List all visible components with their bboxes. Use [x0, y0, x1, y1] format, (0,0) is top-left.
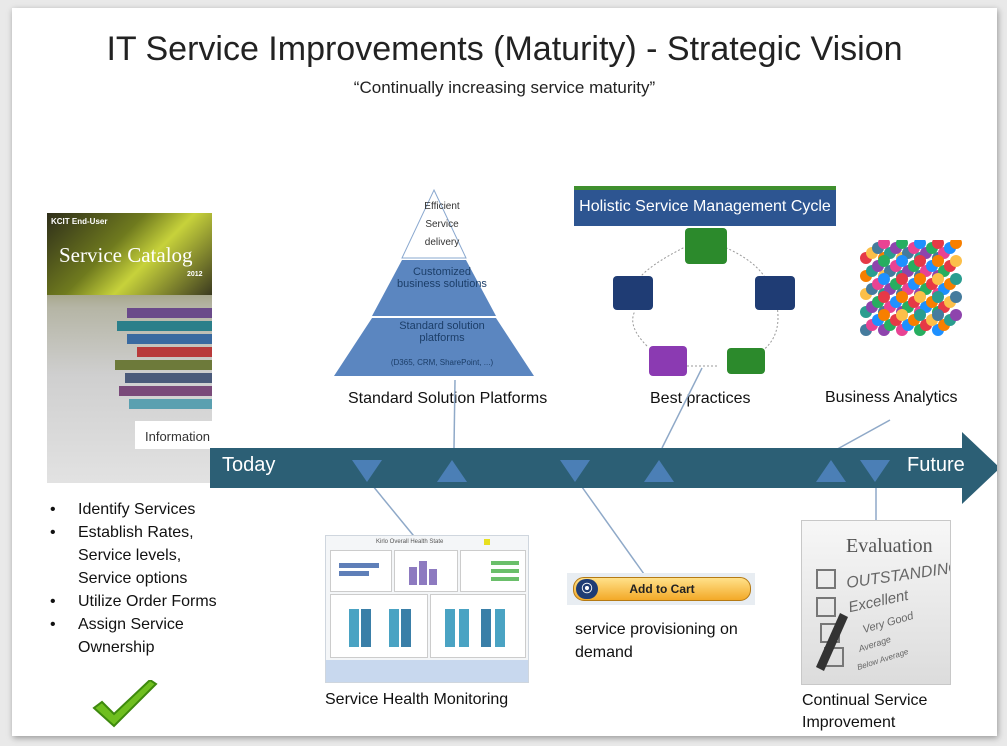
service-cycle-header: Holistic Service Management Cycle — [574, 186, 836, 226]
timeline-arrow — [210, 432, 997, 504]
catalog-band — [115, 360, 212, 370]
cube-sphere — [932, 255, 944, 267]
bullet-item: Identify Services — [48, 498, 228, 521]
pyramid-bottom-detail: (D365, CRM, SharePoint, ...) — [390, 358, 494, 367]
cart-icon: ⦿ — [576, 579, 598, 599]
evaluation-title: Evaluation — [846, 535, 933, 557]
caption-best-practices: Best practices — [650, 390, 751, 407]
cycle-node — [613, 276, 653, 310]
dashboard-footer — [326, 660, 528, 682]
solution-pyramid — [334, 188, 534, 376]
caption-standard-platforms: Standard Solution Platforms — [348, 390, 548, 407]
pen-icon — [816, 613, 848, 671]
cube-sphere — [896, 309, 908, 321]
cube-sphere — [950, 240, 962, 249]
dashboard-panel — [330, 550, 392, 592]
cube-sphere — [950, 255, 962, 267]
evaluation-image: Evaluation OUTSTANDING Excellent Very Go… — [801, 520, 951, 685]
cube-sphere — [878, 240, 890, 249]
dashboard-title: Kirlo Overall Health State — [376, 539, 444, 545]
health-dashboard-image: Kirlo Overall Health State — [325, 535, 529, 683]
pyramid-middle-text: Customized business solutions — [397, 266, 487, 290]
dashboard-panel — [430, 594, 526, 658]
catalog-year: 2012 — [187, 271, 203, 278]
cube-sphere — [932, 291, 944, 303]
cycle-node — [727, 348, 765, 374]
add-to-cart-button: ⦿ Add to Cart — [573, 577, 751, 601]
cube-sphere — [950, 309, 962, 321]
catalog-logo-text: Information — [145, 429, 211, 444]
bullet-item: Utilize Order Forms — [48, 590, 218, 613]
catalog-title: Service Catalog — [59, 243, 193, 267]
dashboard-panel — [394, 550, 458, 592]
cube-sphere — [914, 291, 926, 303]
checkmark-icon — [92, 680, 158, 728]
catalog-band — [119, 386, 212, 396]
catalog-band — [127, 308, 212, 318]
cube-sphere — [878, 309, 890, 321]
pyramid-bottom-text: Standard solution platforms — [399, 320, 485, 344]
slide: IT Service Improvements (Maturity) - Str… — [12, 8, 997, 736]
cube-sphere — [878, 273, 890, 285]
catalog-band — [117, 321, 212, 331]
cube-sphere — [896, 291, 908, 303]
evaluation-option: Average — [857, 634, 893, 654]
cube-sphere — [950, 273, 962, 285]
catalog-band — [125, 373, 212, 383]
cycle-node — [685, 228, 727, 264]
cube-sphere — [896, 273, 908, 285]
cube-sphere — [914, 240, 926, 249]
add-to-cart-image: ⦿ Add to Cart — [567, 573, 755, 605]
bullet-list: Identify Services Establish Rates, Servi… — [48, 498, 228, 659]
cycle-node — [755, 276, 795, 310]
add-to-cart-label: Add to Cart — [629, 582, 695, 596]
cube-sphere — [950, 291, 962, 303]
cube-sphere — [896, 240, 908, 249]
caption-continual-improvement: Continual Service Improvement — [802, 692, 928, 731]
catalog-band — [129, 399, 212, 409]
cube-sphere — [896, 255, 908, 267]
service-catalog-image: KCIT End-User Service Catalog 2012 Infor… — [47, 213, 212, 483]
analytics-cube-image — [860, 240, 962, 336]
caption-provisioning: service provisioning on demand — [575, 621, 738, 661]
service-cycle-diagram — [607, 226, 807, 376]
catalog-org: KCIT End-User — [51, 217, 108, 226]
cube-sphere — [914, 309, 926, 321]
checkbox-icon — [816, 569, 836, 589]
cube-sphere — [932, 240, 944, 249]
catalog-band — [137, 347, 212, 357]
caption-health-monitoring: Service Health Monitoring — [325, 691, 509, 708]
timeline-today-label: Today — [222, 454, 276, 476]
catalog-logo: Information — [135, 421, 212, 449]
checkbox-icon — [816, 597, 836, 617]
status-indicator — [484, 539, 490, 545]
bullet-item: Assign Service Ownership — [48, 613, 218, 659]
caption-business-analytics: Business Analytics — [825, 389, 958, 406]
evaluation-option: Very Good — [861, 610, 915, 636]
cube-sphere — [932, 273, 944, 285]
cube-sphere — [878, 291, 890, 303]
timeline-future-label: Future — [907, 454, 965, 476]
cube-sphere — [878, 255, 890, 267]
cube-sphere — [914, 255, 926, 267]
dashboard-panel — [330, 594, 428, 658]
slide-title: IT Service Improvements (Maturity) - Str… — [106, 30, 903, 68]
cube-sphere — [914, 273, 926, 285]
catalog-band — [127, 334, 212, 344]
bullet-item: Establish Rates, Service levels, Service… — [48, 521, 228, 590]
slide-subtitle: “Continually increasing service maturity… — [353, 78, 656, 97]
cycle-node — [649, 346, 687, 376]
pyramid-top-text: Efficient Service delivery — [424, 201, 460, 248]
dashboard-panel — [460, 550, 526, 592]
cube-sphere — [932, 309, 944, 321]
